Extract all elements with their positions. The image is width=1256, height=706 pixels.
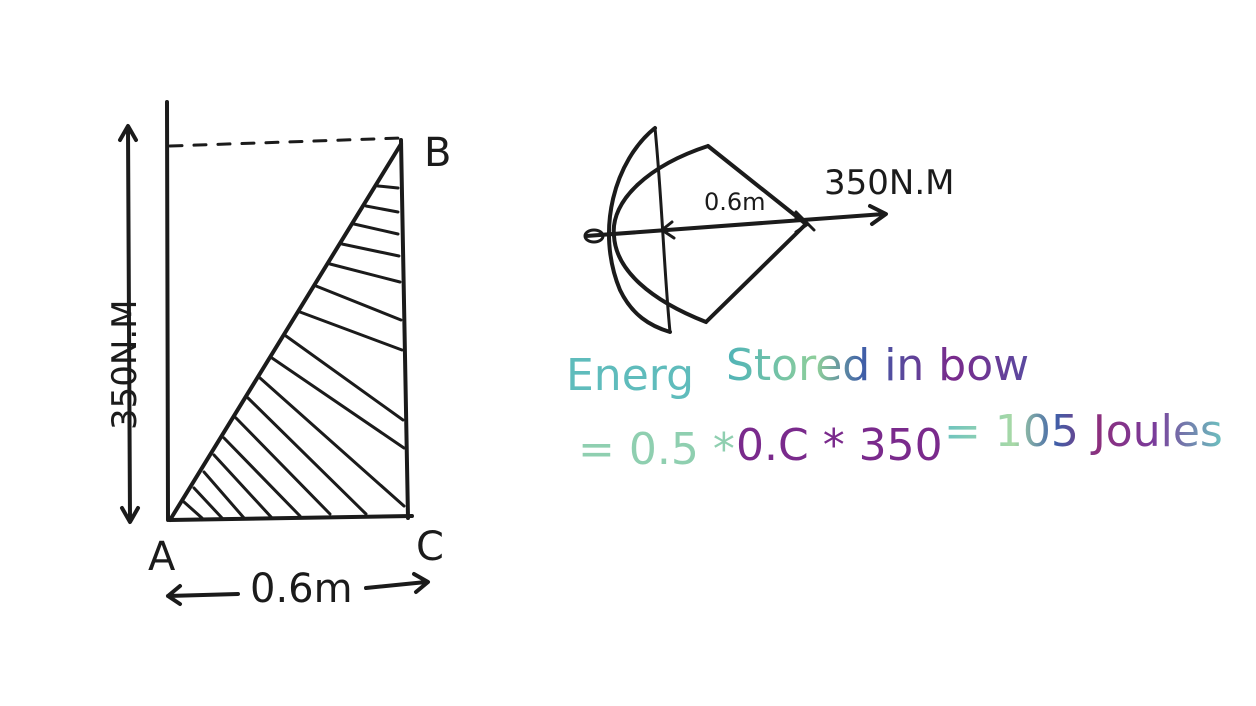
arrow-nock (583, 228, 605, 244)
vertical-dimension-arrow (118, 124, 140, 524)
energy-equation: Energ Stored in bow = 0.5 * 0.C * 350 = … (566, 340, 1223, 475)
draw-length-label: 0.6m (704, 188, 766, 216)
bow-force-label: 350N.M (824, 163, 954, 203)
equation-stored-in-bow: Stored in bow (726, 340, 1029, 391)
bow-limb-inner (653, 126, 672, 334)
bow-diagram: 0.6m 350N.M (583, 126, 954, 334)
horizontal-dimension-arrow (166, 572, 430, 606)
equation-distance-force: 0.C * 350 (736, 420, 943, 471)
equation-result: = 105 Joules (944, 406, 1223, 457)
point-b-label: B (424, 130, 451, 176)
bow-limb (607, 126, 672, 334)
horizontal-distance-label: 0.6m (250, 566, 353, 612)
triangle-diagram: B A C 350N.M 0.6m (105, 100, 451, 612)
hypotenuse-line (168, 142, 403, 522)
vertical-force-label: 350N.M (105, 300, 145, 430)
point-a-label: A (148, 534, 176, 580)
right-vertical-line (399, 138, 410, 520)
left-vertical-line (165, 100, 170, 522)
equation-factor-half: = 0.5 * (578, 424, 735, 475)
equation-word-energy: Energ (566, 350, 694, 401)
bow-string (611, 144, 808, 324)
dashed-top-line (168, 136, 404, 148)
base-line (168, 514, 414, 522)
string-contact-mark (794, 210, 816, 232)
hatching (182, 184, 406, 520)
arrow-shaft (584, 204, 888, 238)
point-c-label: C (416, 524, 444, 570)
